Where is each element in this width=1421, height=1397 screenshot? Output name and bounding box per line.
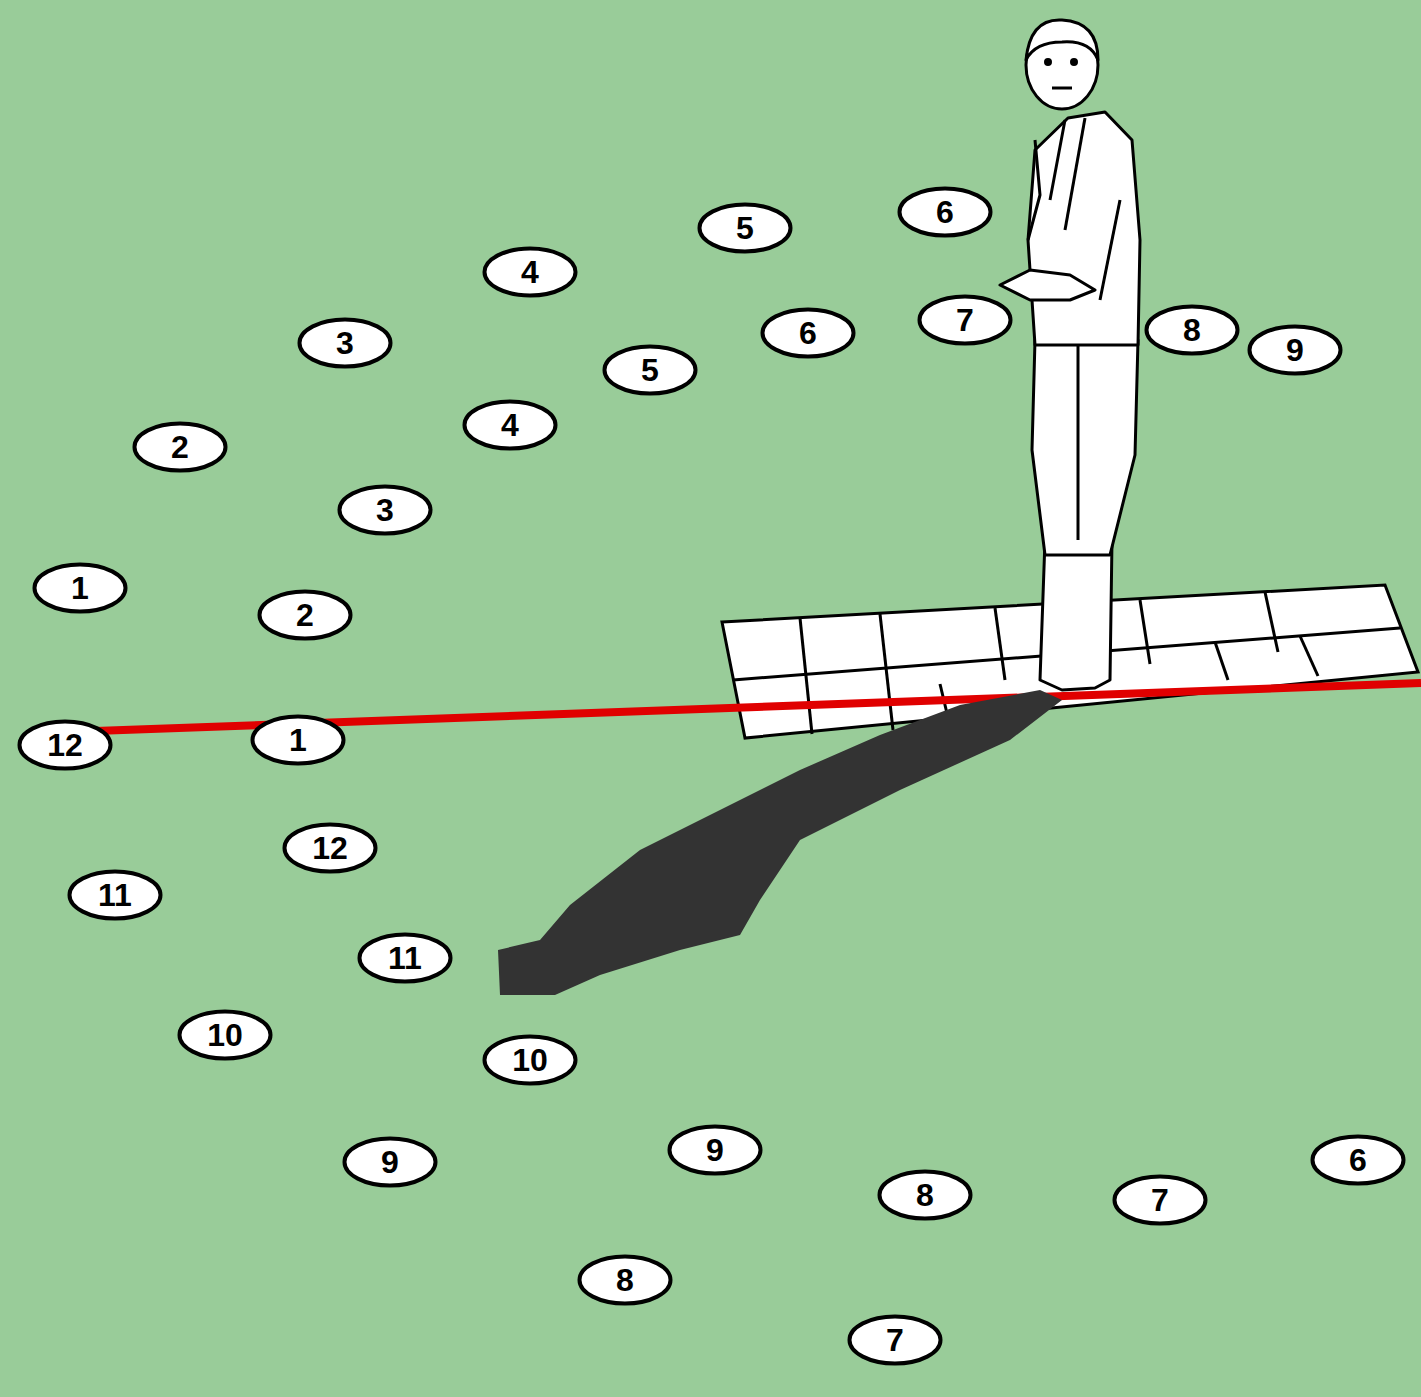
hour-number: 1 [289,724,307,756]
hour-marker: 6 [897,186,993,238]
hour-marker: 10 [482,1034,578,1086]
hour-marker: 2 [132,421,228,473]
hour-number: 6 [1349,1144,1367,1176]
hour-number: 11 [98,879,132,911]
hour-number: 4 [501,409,519,441]
hour-number: 9 [381,1146,399,1178]
hour-marker: 10 [177,1009,273,1061]
hour-number: 7 [1151,1184,1169,1216]
hour-marker: 9 [667,1124,763,1176]
hour-number: 10 [207,1019,243,1051]
hour-number: 9 [1286,334,1304,366]
hour-number: 12 [47,729,83,761]
hour-marker: 8 [1144,304,1240,356]
hour-number: 8 [616,1264,634,1296]
hour-number: 4 [521,256,539,288]
hour-number: 8 [916,1179,934,1211]
hour-marker: 12 [282,822,378,874]
hour-marker: 5 [697,202,793,254]
hour-marker: 4 [482,246,578,298]
hour-number: 2 [171,431,189,463]
hour-marker: 3 [337,484,433,536]
hour-marker: 9 [1247,324,1343,376]
hour-marker: 1 [250,714,346,766]
hour-marker: 6 [760,307,856,359]
hour-number: 5 [641,354,659,386]
hour-number: 6 [936,196,954,228]
hour-number: 7 [886,1324,904,1356]
hour-marker: 11 [67,869,163,921]
hour-marker: 2 [257,589,353,641]
hour-marker: 6 [1310,1134,1406,1186]
hour-number: 10 [512,1044,548,1076]
hour-number: 12 [312,832,348,864]
hour-marker: 1 [32,562,128,614]
hour-number: 11 [388,942,422,974]
hour-number: 2 [296,599,314,631]
hour-number: 1 [71,572,89,604]
hour-number: 9 [706,1134,724,1166]
hour-number: 8 [1183,314,1201,346]
hour-marker: 7 [847,1314,943,1366]
hour-marker: 5 [602,344,698,396]
hour-number: 3 [376,494,394,526]
hour-number: 3 [336,327,354,359]
hour-marker: 12 [17,719,113,771]
hour-number: 5 [736,212,754,244]
hour-marker: 4 [462,399,558,451]
person-gnomon [1000,20,1140,690]
hour-marker: 7 [917,294,1013,346]
hour-marker: 11 [357,932,453,984]
hour-marker: 7 [1112,1174,1208,1226]
hour-marker: 8 [577,1254,673,1306]
hour-marker: 3 [297,317,393,369]
hour-marker: 9 [342,1136,438,1188]
hour-marker: 8 [877,1169,973,1221]
hour-number: 7 [956,304,974,336]
shadow [498,690,1062,995]
hour-number: 6 [799,317,817,349]
